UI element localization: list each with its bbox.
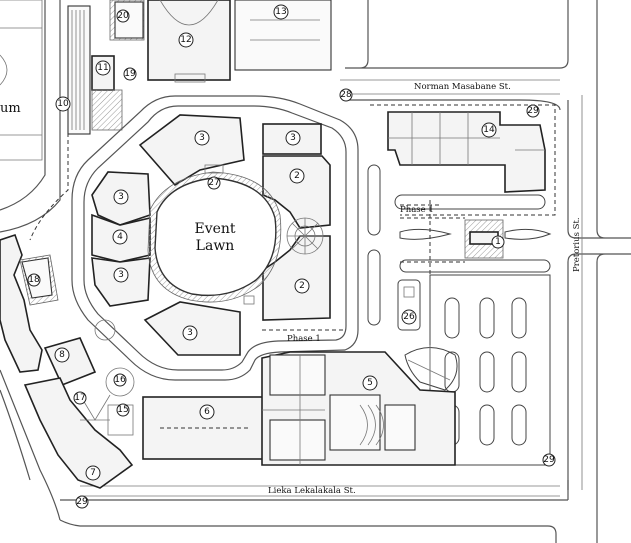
- marker-14: 14: [481, 122, 497, 138]
- svg-text:3: 3: [290, 133, 296, 143]
- svg-text:19: 19: [124, 69, 136, 79]
- marker-6: 6: [199, 404, 215, 420]
- phase-1-label-south: Phase 1: [287, 334, 321, 344]
- marker-28: 28: [339, 88, 353, 102]
- marker-2-upper: 2: [289, 168, 305, 184]
- svg-text:3: 3: [118, 192, 124, 202]
- svg-text:3: 3: [199, 133, 205, 143]
- stadium-partial-label: um: [0, 101, 21, 116]
- svg-text:29: 29: [76, 497, 88, 507]
- svg-text:6: 6: [204, 407, 210, 417]
- marker-3-north: 3: [194, 130, 210, 146]
- event-lawn: [154, 177, 277, 297]
- svg-text:4: 4: [117, 232, 123, 242]
- marker-19: 19: [123, 67, 137, 81]
- lieka-lekalakala-street: [59, 480, 569, 543]
- pretorius-street: [567, 0, 631, 543]
- svg-text:1: 1: [495, 237, 501, 247]
- svg-text:18: 18: [28, 275, 40, 285]
- svg-text:16: 16: [114, 375, 126, 385]
- phase-1-boundary: [29, 70, 440, 331]
- building-14: [387, 111, 546, 193]
- marker-3-west-lower: 3: [113, 267, 129, 283]
- svg-text:13: 13: [275, 7, 286, 17]
- marker-10: 10: [55, 96, 71, 112]
- marker-29-southwest: 29: [75, 495, 89, 509]
- grandstand: [67, 5, 91, 135]
- marker-1: 1: [491, 235, 505, 249]
- svg-text:2: 2: [294, 171, 300, 181]
- event-lawn-label-line2: Lawn: [196, 238, 235, 254]
- marker-17: 17: [73, 391, 87, 405]
- marker-27: 27: [207, 176, 221, 190]
- marker-18: 18: [27, 273, 41, 287]
- svg-text:15: 15: [117, 405, 128, 415]
- building-7-block: [23, 377, 134, 489]
- marker-29-northeast: 29: [526, 104, 540, 118]
- building-14-complex: [370, 104, 556, 216]
- svg-text:7: 7: [90, 468, 96, 478]
- marker-3-northeast: 3: [285, 130, 301, 146]
- marker-16: 16: [113, 373, 127, 387]
- marker-12: 12: [178, 32, 194, 48]
- marker-2-lower: 2: [294, 278, 310, 294]
- svg-text:14: 14: [483, 125, 495, 135]
- south-buildings: [142, 351, 456, 466]
- svg-text:26: 26: [403, 312, 415, 322]
- svg-text:17: 17: [74, 393, 85, 403]
- street-label-pretorius: Pretorius St.: [572, 217, 582, 272]
- marker-3-south: 3: [182, 325, 198, 341]
- svg-text:29: 29: [543, 455, 555, 465]
- marker-29-southeast: 29: [542, 453, 556, 467]
- marker-4: 4: [112, 229, 128, 245]
- marker-3-west-upper: 3: [113, 189, 129, 205]
- marker-5: 5: [362, 375, 378, 391]
- street-label-norman-masabane: Norman Masabane St.: [414, 82, 511, 92]
- west-block-upper: [0, 233, 43, 373]
- building-3-northeast: [262, 123, 322, 155]
- marker-11: 11: [95, 60, 111, 76]
- svg-text:2: 2: [299, 281, 305, 291]
- phase-1-label-east: Phase 1: [400, 205, 434, 215]
- building-8: [43, 337, 97, 387]
- svg-text:27: 27: [208, 178, 219, 188]
- svg-text:29: 29: [527, 106, 539, 116]
- marker-26: 26: [401, 309, 417, 325]
- event-lawn-label-line1: Event: [194, 221, 235, 237]
- marker-20: 20: [116, 9, 130, 23]
- svg-text:3: 3: [118, 270, 124, 280]
- svg-text:20: 20: [117, 11, 129, 21]
- marker-8: 8: [54, 347, 70, 363]
- svg-text:28: 28: [340, 90, 352, 100]
- svg-text:8: 8: [59, 350, 65, 360]
- marker-7: 7: [85, 465, 101, 481]
- svg-text:11: 11: [97, 63, 108, 73]
- svg-text:10: 10: [57, 99, 69, 109]
- svg-text:3: 3: [187, 328, 193, 338]
- marker-13: 13: [273, 4, 289, 20]
- norman-masabane-street: [345, 0, 569, 111]
- street-label-lieka-lekalakala: Lieka Lekalakala St.: [268, 486, 356, 496]
- svg-text:12: 12: [180, 35, 191, 45]
- marker-15: 15: [116, 403, 130, 417]
- svg-text:5: 5: [367, 378, 373, 388]
